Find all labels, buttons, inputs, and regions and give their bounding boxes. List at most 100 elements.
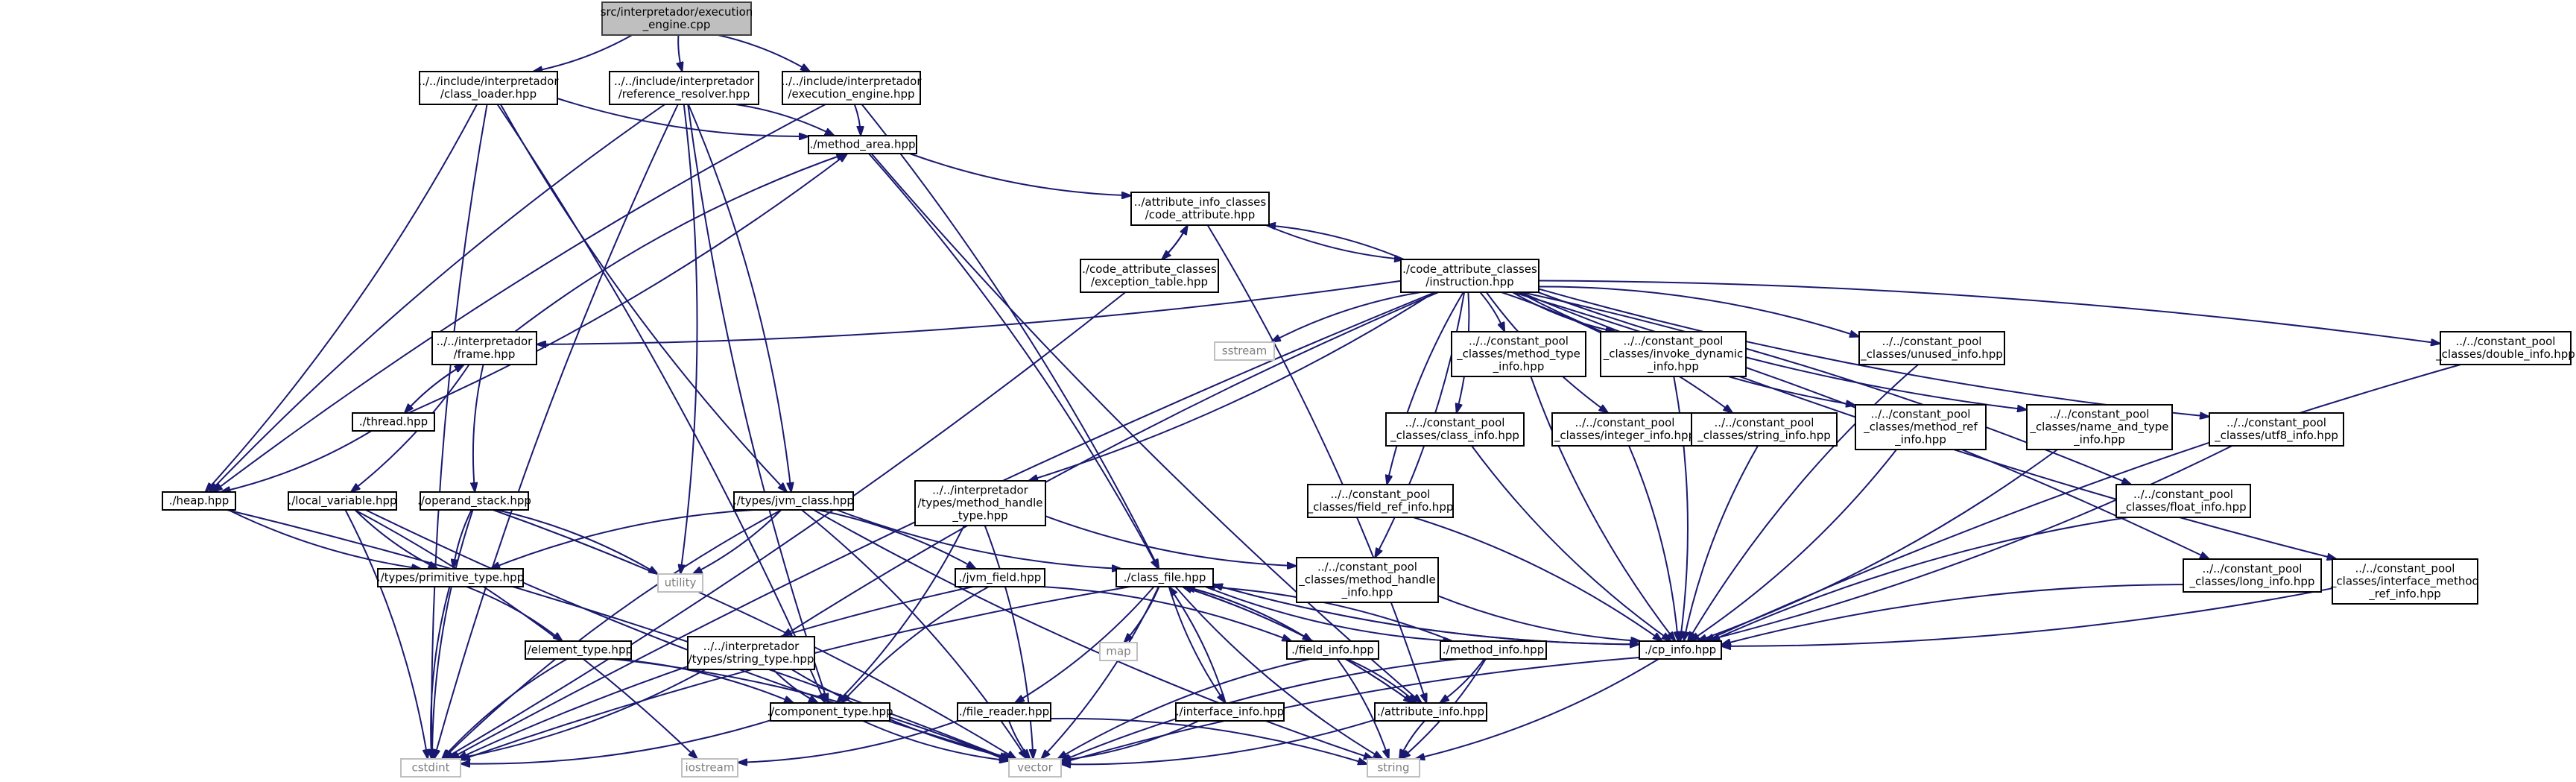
node-sstream: sstream — [1214, 341, 1275, 361]
node-label-jvm_class-0: ./types/jvm_class.hpp — [733, 494, 854, 508]
node-exception_table[interactable]: ./code_attribute_classes/exception_table… — [1080, 259, 1219, 293]
node-label-map-0: map — [1106, 645, 1130, 658]
node-file_reader[interactable]: ./file_reader.hpp — [957, 702, 1051, 722]
node-label-interface_method_ref_info-0: ../../constant_pool — [2355, 562, 2455, 576]
node-execution_engine[interactable]: ../../include/interpretador/execution_en… — [781, 71, 922, 105]
node-label-method_type_info-1: _classes/method_type — [1456, 347, 1580, 362]
node-class_info[interactable]: ../../constant_pool_classes/class_info.h… — [1385, 412, 1525, 447]
node-local_variable[interactable]: ./local_variable.hpp — [288, 491, 397, 511]
node-label-root-1: _engine.cpp — [642, 18, 711, 32]
node-class_file[interactable]: ./class_file.hpp — [1115, 568, 1214, 587]
node-label-field_info-0: ./field_info.hpp — [1291, 643, 1374, 658]
node-label-interface_info-0: ./interface_info.hpp — [1176, 705, 1284, 719]
node-jvm_field[interactable]: ./jvm_field.hpp — [955, 568, 1045, 587]
node-label-invoke_dynamic_info-1: _classes/invoke_dynamic — [1603, 347, 1744, 362]
node-root[interactable]: src/interpretador/execution_engine.cpp — [601, 1, 753, 36]
edge-class_info-to-cp_info — [1471, 445, 1671, 641]
edge-string_type-to-cstdint — [456, 669, 706, 759]
edge-instruction-to-unused_info — [1538, 286, 1859, 336]
node-label-code_attribute-0: ../attribute_info_classes — [1134, 195, 1267, 209]
edge-float_info-to-cp_info — [1711, 517, 2128, 641]
edge-reference_resolver-to-jvm_class — [687, 104, 791, 492]
node-utf8_info[interactable]: ../../constant_pool_classes/utf8_info.hp… — [2209, 412, 2344, 447]
node-label-string_info-1: _classes/string_info.hpp — [1697, 429, 1831, 443]
node-field_ref_info[interactable]: ../../constant_pool_classes/field_ref_in… — [1307, 484, 1454, 518]
node-field_info[interactable]: ./field_info.hpp — [1286, 640, 1379, 660]
node-interface_info[interactable]: ./interface_info.hpp — [1175, 702, 1285, 722]
node-interface_method_ref_info[interactable]: ../../constant_pool_classes/interface_me… — [2330, 558, 2479, 605]
edge-class_file-to-vector — [1041, 586, 1159, 759]
node-class_loader[interactable]: ../../include/interpretador/class_loader… — [418, 71, 559, 105]
node-label-thread-0: ./thread.hpp — [359, 415, 428, 429]
node-label-cp_info-0: ./cp_info.hpp — [1645, 643, 1716, 658]
edge-unused_info-to-cp_info — [1688, 364, 1919, 641]
node-element_type[interactable]: ./element_type.hpp — [524, 640, 633, 660]
node-box-method_type_info — [1451, 331, 1586, 377]
edge-interface_method_ref_info-to-cp_info — [1721, 587, 2333, 646]
node-label-name_and_type_info-1: _classes/name_and_type — [2029, 420, 2168, 435]
node-label-method_type_info-0: ../../constant_pool — [1469, 335, 1569, 349]
node-box-jvm_class — [733, 491, 854, 511]
node-label-integer_info-0: ../../constant_pool — [1575, 416, 1675, 430]
node-heap[interactable]: ./heap.hpp — [162, 491, 236, 511]
node-invoke_dynamic_info[interactable]: ../../constant_pool_classes/invoke_dynam… — [1600, 331, 1747, 377]
edge-exception_table-to-code_attribute — [1161, 225, 1188, 260]
node-box-exception_table — [1080, 259, 1219, 293]
edge-attribute_info-to-class_file — [1183, 587, 1414, 704]
node-label-utf8_info-1: _classes/utf8_info.hpp — [2214, 429, 2338, 443]
node-cp_info[interactable]: ./cp_info.hpp — [1639, 640, 1722, 660]
node-label-name_and_type_info-0: ../../constant_pool — [2050, 408, 2150, 422]
edge-exception_table-to-cstdint — [444, 291, 1126, 759]
node-code_attribute[interactable]: ../attribute_info_classes/code_attribute… — [1130, 192, 1270, 226]
node-frame[interactable]: ../../interpretador/frame.hpp — [431, 331, 537, 365]
node-box-class_info — [1385, 412, 1525, 447]
edge-instruction-to-double_info — [1538, 280, 2440, 344]
node-thread[interactable]: ./thread.hpp — [352, 412, 435, 432]
node-method_info[interactable]: ./method_info.hpp — [1440, 640, 1547, 660]
node-label-code_attribute-1: /code_attribute.hpp — [1145, 208, 1255, 222]
node-box-root — [601, 1, 752, 36]
node-string_info[interactable]: ../../constant_pool_classes/string_info.… — [1691, 412, 1838, 447]
node-double_info[interactable]: ../../constant_pool_classes/double_info.… — [2435, 331, 2575, 365]
node-box-component_type — [770, 702, 890, 722]
node-box-method_info — [1440, 640, 1547, 660]
node-float_info[interactable]: ../../constant_pool_classes/float_info.h… — [2115, 484, 2251, 518]
node-method_type_info[interactable]: ../../constant_pool_classes/method_type_… — [1451, 331, 1586, 377]
node-method_handle_type[interactable]: ../../interpretador/types/method_handle_… — [914, 480, 1046, 526]
node-attribute_info[interactable]: ./attribute_info.hpp — [1374, 702, 1487, 722]
node-method_handle_info[interactable]: ../../constant_pool_classes/method_handl… — [1296, 557, 1439, 603]
edge-jvm_class-to-class_file — [836, 509, 1121, 569]
node-box-double_info — [2440, 331, 2572, 365]
node-operand_stack[interactable]: ./operand_stack.hpp — [417, 491, 531, 511]
node-primitive_type[interactable]: ./types/primitive_type.hpp — [377, 568, 524, 587]
node-method_area[interactable]: ./method_area.hpp — [808, 135, 917, 154]
node-box-cstdint — [400, 758, 461, 778]
node-box-utility — [657, 573, 703, 593]
node-component_type[interactable]: ./component_type.hpp — [767, 702, 893, 722]
node-box-jvm_field — [955, 568, 1045, 587]
edge-field_info-to-attribute_info — [1346, 658, 1417, 703]
node-label-method_handle_type-2: _type.hpp — [952, 509, 1007, 523]
edge-cp_info-to-vector — [1061, 657, 1640, 763]
edge-thread-to-method_area — [408, 154, 847, 414]
node-name_and_type_info[interactable]: ../../constant_pool_classes/name_and_typ… — [2026, 404, 2173, 450]
node-label-interface_method_ref_info-1: _classes/interface_method — [2330, 575, 2479, 589]
node-string: string — [1367, 758, 1420, 778]
node-box-field_info — [1286, 640, 1379, 660]
node-integer_info[interactable]: ../../constant_pool_classes/integer_info… — [1551, 412, 1698, 447]
node-box-method_ref_info — [1855, 404, 1987, 450]
node-label-unused_info-0: ../../constant_pool — [1882, 335, 1982, 349]
node-instruction[interactable]: ./code_attribute_classes/instruction.hpp — [1400, 259, 1539, 293]
node-label-string-0: string — [1377, 761, 1409, 775]
node-jvm_class[interactable]: ./types/jvm_class.hpp — [733, 491, 854, 511]
node-unused_info[interactable]: ../../constant_pool_classes/unused_info.… — [1858, 331, 2005, 365]
node-label-sstream-0: sstream — [1222, 344, 1267, 358]
edge-primitive_type-to-element_type — [466, 586, 563, 641]
node-method_ref_info[interactable]: ../../constant_pool_classes/method_ref_i… — [1855, 404, 1987, 450]
node-box-code_attribute — [1130, 192, 1270, 226]
node-long_info[interactable]: ../../constant_pool_classes/long_info.hp… — [2183, 558, 2322, 593]
node-string_type[interactable]: ../../interpretador/types/string_type.hp… — [687, 636, 815, 670]
edge-frame-to-method_area — [514, 153, 846, 332]
node-reference_resolver[interactable]: ../../include/interpretador/reference_re… — [609, 71, 759, 105]
